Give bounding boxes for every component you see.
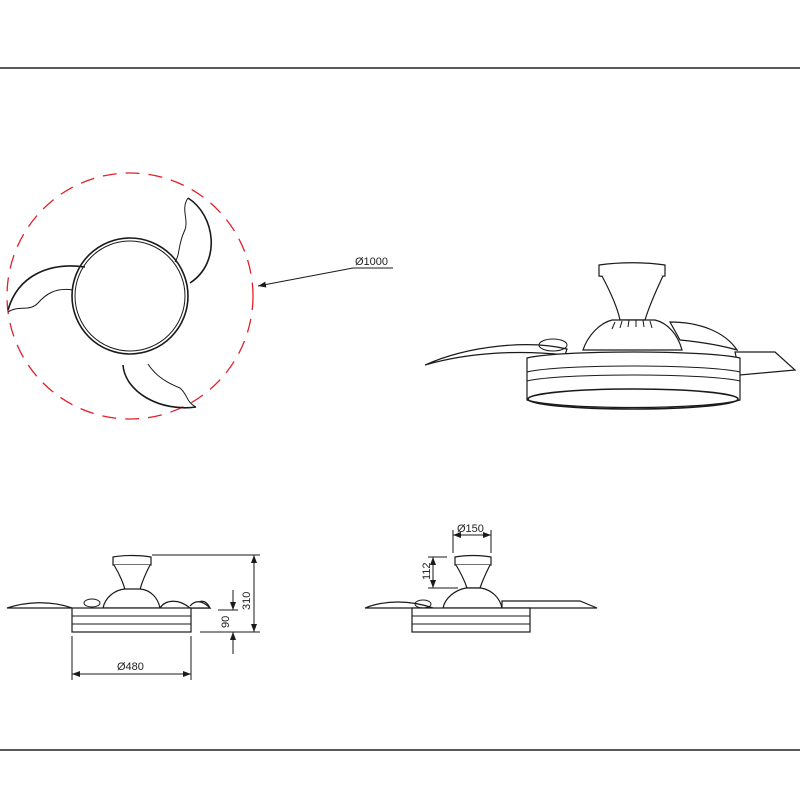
canopy-neck [455, 564, 491, 589]
blade-left [7, 265, 86, 313]
light-body [411, 607, 531, 633]
canopy-diameter-label: Ø150 [457, 523, 484, 535]
side-view-blades-extended: Ø480 310 90 [6, 554, 260, 680]
canopy-cap [112, 554, 152, 566]
top-border-line [0, 67, 800, 69]
total-height-label: 310 [241, 592, 253, 610]
blade-right [734, 351, 797, 376]
side-view-canopy: Ø150 112 [364, 523, 598, 633]
blade-left [424, 344, 568, 366]
motor-dome [582, 319, 683, 351]
sweep-circle [6, 172, 254, 420]
canopy-cap [598, 262, 666, 279]
canopy-neck [113, 564, 151, 591]
blade-right [501, 600, 598, 609]
blade-left [364, 601, 434, 609]
blade-hinge-left [538, 338, 568, 352]
blade-bottom [122, 363, 197, 409]
motor-housing-outer [71, 237, 189, 355]
body-diameter-label: Ø480 [117, 661, 144, 673]
canopy-cap [454, 554, 492, 566]
light-diffuser [527, 388, 739, 410]
light-body [526, 351, 741, 409]
blade-left [6, 602, 73, 609]
blade-right-back [668, 321, 739, 352]
body-height-label: 90 [220, 616, 232, 628]
light-body [71, 607, 192, 633]
canopy-neck [601, 275, 664, 321]
motor-dome [102, 588, 161, 609]
motor-housing-inner [74, 240, 186, 352]
motor-dome [442, 587, 503, 609]
bottom-border-line [0, 749, 800, 751]
perspective-view [424, 262, 797, 410]
blade-top-right [174, 197, 213, 284]
canopy-height-label: 112 [421, 562, 433, 580]
leader-arrow [257, 267, 354, 288]
sweep-diameter-label: Ø1000 [355, 256, 388, 268]
top-view: Ø1000 [6, 172, 393, 420]
